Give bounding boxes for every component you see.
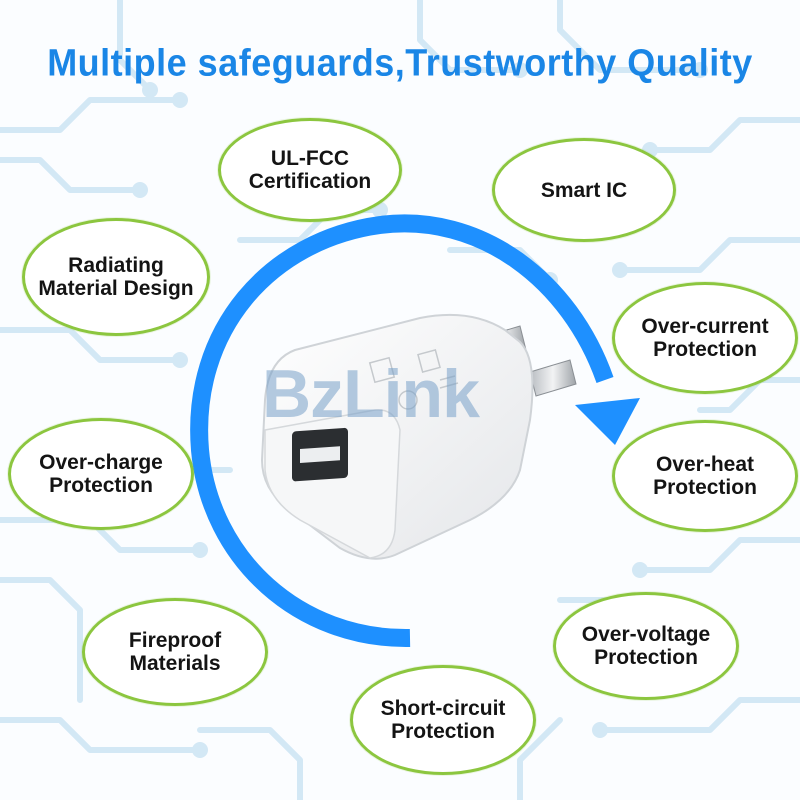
headline: Multiple safeguards,Trustworthy Quality [47, 40, 753, 84]
arrow-head [575, 398, 640, 445]
feature-smart-ic: Smart IC [492, 138, 676, 242]
usb-port-icon [292, 427, 348, 482]
regulatory-marks [368, 349, 459, 410]
watermark-text: BzLink [262, 356, 480, 432]
feature-label: Smart IC [540, 178, 628, 202]
arrow-arc [190, 214, 614, 648]
